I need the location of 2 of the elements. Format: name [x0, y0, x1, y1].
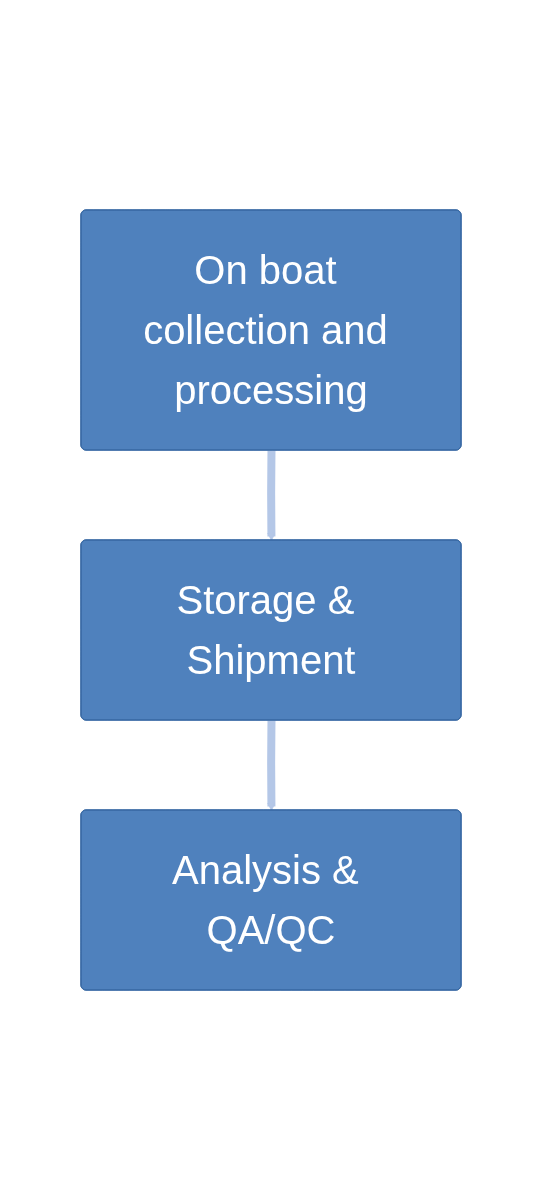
arrow [267, 719, 276, 811]
arrow [267, 449, 276, 541]
